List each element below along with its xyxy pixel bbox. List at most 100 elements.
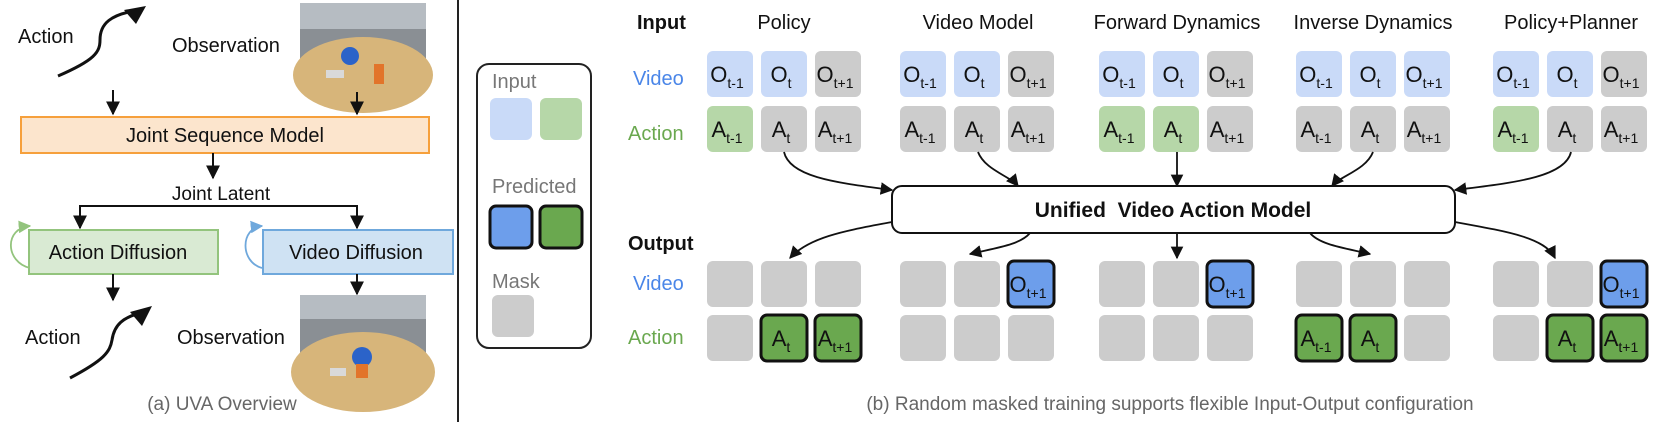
cell-out-video-1-2	[1006, 259, 1056, 309]
cell-out-video-1-1	[954, 261, 1000, 307]
cell-label-out-video-2-2: Ot+1	[1209, 272, 1246, 301]
unified-model-label: Unified Video Action Model	[1035, 199, 1312, 222]
cell-out-video-0-1	[761, 261, 807, 307]
cell-label-in-video-0-2: Ot+1	[817, 62, 854, 91]
input-video-row-label: Video	[633, 68, 684, 90]
cell-in-video-0-2	[815, 51, 861, 97]
cell-label-in-video-4-0: Ot-1	[1496, 62, 1530, 91]
cell-label-in-action-0-2: At+1	[818, 117, 853, 146]
cell-in-video-2-0	[1099, 51, 1145, 97]
cell-in-action-3-2	[1404, 106, 1450, 152]
cell-label-in-video-0-0: Ot-1	[710, 62, 744, 91]
cell-label-out-action-4-1: At	[1558, 326, 1577, 355]
cell-out-video-2-2	[1205, 259, 1255, 309]
cell-out-action-3-1	[1348, 313, 1398, 363]
column-title-0: Policy	[757, 12, 810, 34]
arrow-out-of-model-0	[789, 221, 893, 259]
latent-branch-lines	[79, 205, 358, 228]
cell-in-video-0-1	[761, 51, 807, 97]
cell-label-in-video-4-2: Ot+1	[1603, 62, 1640, 91]
legend-predicted-action-swatch	[538, 204, 584, 250]
observation-in-image	[293, 3, 433, 113]
cell-in-video-1-1	[954, 51, 1000, 97]
cell-label-in-action-3-1: At	[1361, 117, 1380, 146]
cell-in-video-4-1	[1547, 51, 1593, 97]
cell-label-out-video-4-2: Ot+1	[1603, 272, 1640, 301]
cell-in-video-4-2	[1601, 51, 1647, 97]
action-diffusion-label: Action Diffusion	[49, 242, 188, 264]
legend-input-action-swatch	[540, 98, 582, 140]
arrow-into-model-3	[1331, 151, 1374, 187]
cell-out-video-2-0	[1099, 261, 1145, 307]
cell-in-action-2-2	[1207, 106, 1253, 152]
cell-label-in-video-3-2: Ot+1	[1406, 62, 1443, 91]
cell-out-action-3-2	[1404, 315, 1450, 361]
cell-label-in-action-0-1: At	[772, 117, 791, 146]
cell-label-out-action-3-1: At	[1361, 326, 1380, 355]
cell-label-out-action-3-0: At-1	[1300, 326, 1331, 355]
cell-out-action-4-0	[1493, 315, 1539, 361]
cell-label-in-video-3-1: Ot	[1359, 62, 1380, 91]
action-diffusion-loop	[9, 220, 32, 269]
input-action-row-label: Action	[628, 123, 684, 145]
joint-sequence-model-label: Joint Sequence Model	[126, 125, 324, 147]
panel-a-caption: (a) UVA Overview	[147, 394, 297, 415]
cell-in-action-4-1	[1547, 106, 1593, 152]
cell-in-action-2-1	[1153, 106, 1199, 152]
panel-a: Action Observation Joint Sequence Model …	[9, 3, 454, 415]
cell-out-action-4-2	[1599, 313, 1649, 363]
cell-out-action-0-0	[707, 315, 753, 361]
legend-input-video-swatch	[490, 98, 532, 140]
panel-b: Input Video Action Output Video Action P…	[628, 12, 1649, 415]
cell-in-action-4-0	[1493, 106, 1539, 152]
cell-out-video-4-0	[1493, 261, 1539, 307]
cell-in-action-1-1	[954, 106, 1000, 152]
cell-out-video-0-0	[707, 261, 753, 307]
cell-label-in-action-2-2: At+1	[1210, 117, 1245, 146]
cell-label-in-action-4-1: At	[1558, 117, 1577, 146]
cell-out-action-1-0	[900, 315, 946, 361]
cell-in-video-3-1	[1350, 51, 1396, 97]
cell-out-action-0-1	[759, 313, 809, 363]
cell-label-out-action-0-2: At+1	[818, 326, 853, 355]
cell-label-out-action-4-2: At+1	[1604, 326, 1639, 355]
video-diffusion-label: Video Diffusion	[289, 242, 423, 264]
legend-mask-label: Mask	[492, 271, 541, 293]
cell-label-in-action-3-2: At+1	[1407, 117, 1442, 146]
cell-in-action-0-2	[815, 106, 861, 152]
arrow-out-of-model-4	[1454, 221, 1556, 260]
column-title-3: Inverse Dynamics	[1294, 12, 1453, 34]
cell-label-in-action-2-0: At-1	[1103, 117, 1134, 146]
joint-latent-label: Joint Latent	[172, 184, 271, 205]
cell-out-video-4-1	[1547, 261, 1593, 307]
cell-label-in-action-3-0: At-1	[1300, 117, 1331, 146]
cell-out-action-3-0	[1294, 313, 1344, 363]
legend-mask-swatch	[492, 295, 534, 337]
cell-in-action-3-0	[1296, 106, 1342, 152]
cell-in-action-0-0	[707, 106, 753, 152]
arrow-out-of-model-1	[968, 232, 1031, 258]
cell-in-video-3-0	[1296, 51, 1342, 97]
arrow-into-model-4	[1453, 151, 1572, 195]
cell-label-in-action-4-0: At-1	[1497, 117, 1528, 146]
action-out-arrowhead	[130, 306, 152, 326]
cell-label-out-video-1-2: Ot+1	[1010, 272, 1047, 301]
legend-predicted-video-swatch	[488, 204, 534, 250]
cell-out-video-3-0	[1296, 261, 1342, 307]
cell-label-in-video-2-1: Ot	[1162, 62, 1183, 91]
cell-label-in-action-1-0: At-1	[904, 117, 935, 146]
cell-label-in-action-4-2: At+1	[1604, 117, 1639, 146]
panel-b-caption: (b) Random masked training supports flex…	[866, 394, 1473, 415]
cell-in-video-4-0	[1493, 51, 1539, 97]
cell-out-action-2-1	[1153, 315, 1199, 361]
cell-in-video-1-0	[900, 51, 946, 97]
arrow-out-of-model-3	[1309, 232, 1372, 258]
action-out-label: Action	[25, 327, 81, 349]
arrow-into-model-1	[977, 151, 1019, 187]
cell-label-in-action-1-2: At+1	[1011, 117, 1046, 146]
cell-out-video-1-0	[900, 261, 946, 307]
legend-predicted-label: Predicted	[492, 176, 577, 198]
cell-label-in-video-1-2: Ot+1	[1010, 62, 1047, 91]
cell-out-action-2-0	[1099, 315, 1145, 361]
